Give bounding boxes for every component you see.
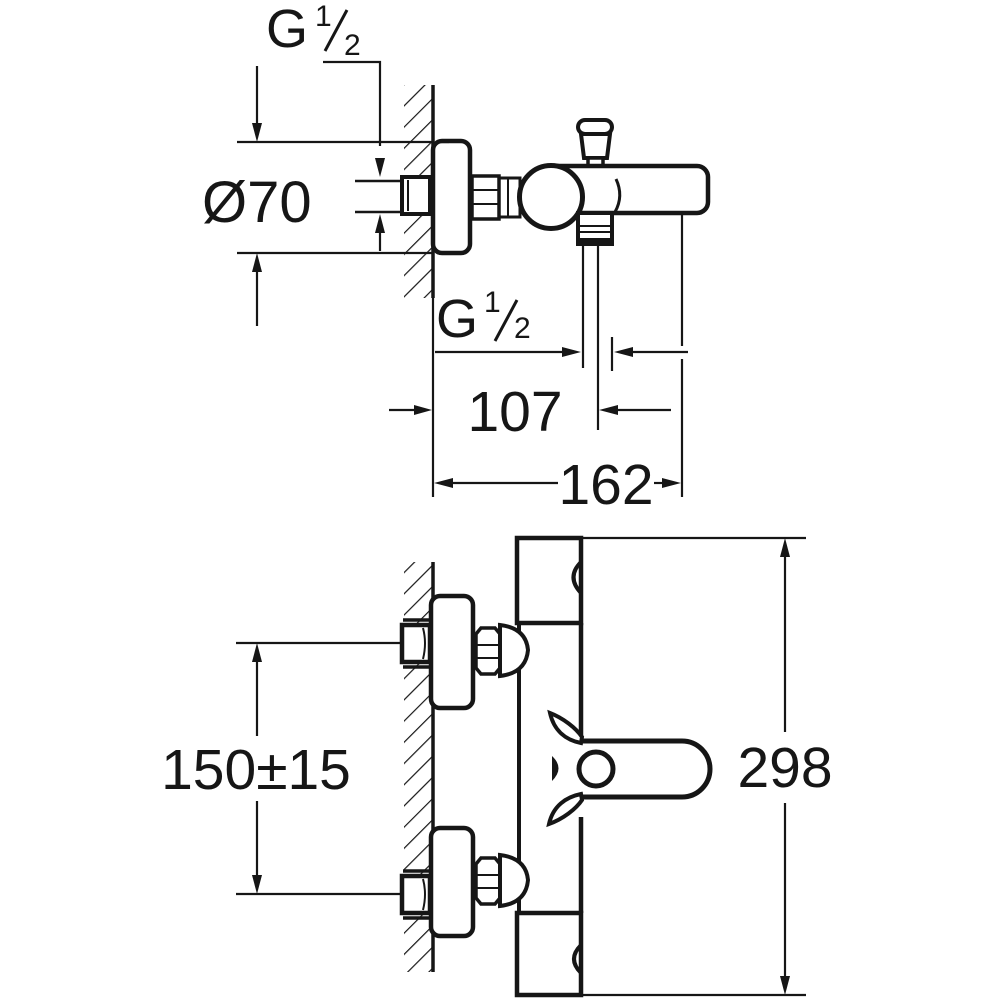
hex-nut-outline	[474, 856, 502, 906]
label-supply-thread-g: G	[266, 0, 308, 59]
arrowhead	[375, 158, 385, 177]
front-view: 150±15 298	[161, 535, 833, 998]
arrowhead	[252, 875, 262, 894]
escutcheon-side-view	[430, 138, 473, 256]
arrowhead	[614, 347, 633, 357]
label-supply-thread-num: 1	[315, 0, 332, 33]
escutcheon-upper	[428, 593, 476, 711]
diverter-circle	[576, 749, 616, 789]
arrowhead	[375, 214, 385, 233]
dimension-supply-thread: G 1 2	[266, 0, 385, 251]
arrowhead	[414, 405, 432, 415]
safestop-button	[552, 756, 559, 781]
handle-block-top	[514, 535, 584, 626]
lever-leaf-lower	[546, 791, 585, 828]
label-hose-thread-den: 2	[514, 312, 531, 345]
handle-block-bottom	[514, 910, 584, 998]
spout-outline	[583, 738, 713, 800]
union-dome-upper	[498, 622, 531, 679]
supply-union-detail	[422, 878, 426, 911]
fraction-slash	[323, 9, 349, 52]
diverter-knob	[576, 118, 614, 170]
union-dome-lower	[498, 852, 531, 909]
label-spout-projection: 162	[558, 453, 653, 517]
side-view: G 1 2 Ø70 G 1 2	[202, 0, 711, 517]
lever-leaf-upper	[547, 709, 585, 746]
handle-screw-detail-bottom	[572, 943, 583, 975]
arrowhead	[662, 478, 681, 488]
hex-nut-lower	[474, 856, 502, 906]
arrowhead	[562, 347, 581, 357]
thermostat-housing-circle	[517, 163, 585, 231]
diverter-knob-stem	[578, 132, 613, 160]
diverter-knob-cap	[576, 118, 614, 136]
escutcheon-lower	[428, 825, 476, 939]
arrowhead	[434, 478, 453, 488]
supply-union-detail	[422, 627, 426, 660]
arrowhead	[599, 405, 618, 415]
arrowhead	[780, 976, 790, 995]
spout-handle-group	[546, 709, 713, 828]
label-escutcheon-diameter: Ø70	[202, 170, 312, 235]
handle-screw-detail-top	[571, 560, 583, 595]
label-hose-thread-g: G	[436, 289, 478, 349]
label-hose-thread-num: 1	[484, 286, 501, 319]
dimension-supply-spacing: 150±15	[161, 641, 402, 896]
hex-nut-outline	[474, 626, 502, 676]
dimension-spout-projection: 162	[434, 453, 681, 517]
label-supply-spacing: 150±15	[161, 738, 351, 802]
arrowhead	[252, 123, 262, 142]
fraction-slash	[493, 299, 519, 342]
body-curve-detail	[613, 178, 622, 213]
dimension-escutcheon-diameter: Ø70	[202, 66, 433, 326]
union-cylinder	[497, 176, 522, 219]
label-supply-thread-den: 2	[344, 29, 361, 62]
arrowhead	[252, 643, 262, 662]
dimension-overall-width: 298	[583, 536, 833, 997]
label-overall-width: 298	[737, 736, 832, 800]
hex-nut-upper	[474, 626, 502, 676]
hex-union-nut	[470, 174, 501, 221]
label-hose-offset: 107	[467, 380, 562, 444]
dimension-hose-offset: 107	[389, 380, 671, 444]
dimension-hose-thread: G 1 2	[435, 286, 688, 357]
supply-union-square	[400, 175, 432, 216]
leader-line	[323, 60, 382, 146]
arrowhead	[252, 253, 262, 272]
arrowhead	[780, 538, 790, 557]
